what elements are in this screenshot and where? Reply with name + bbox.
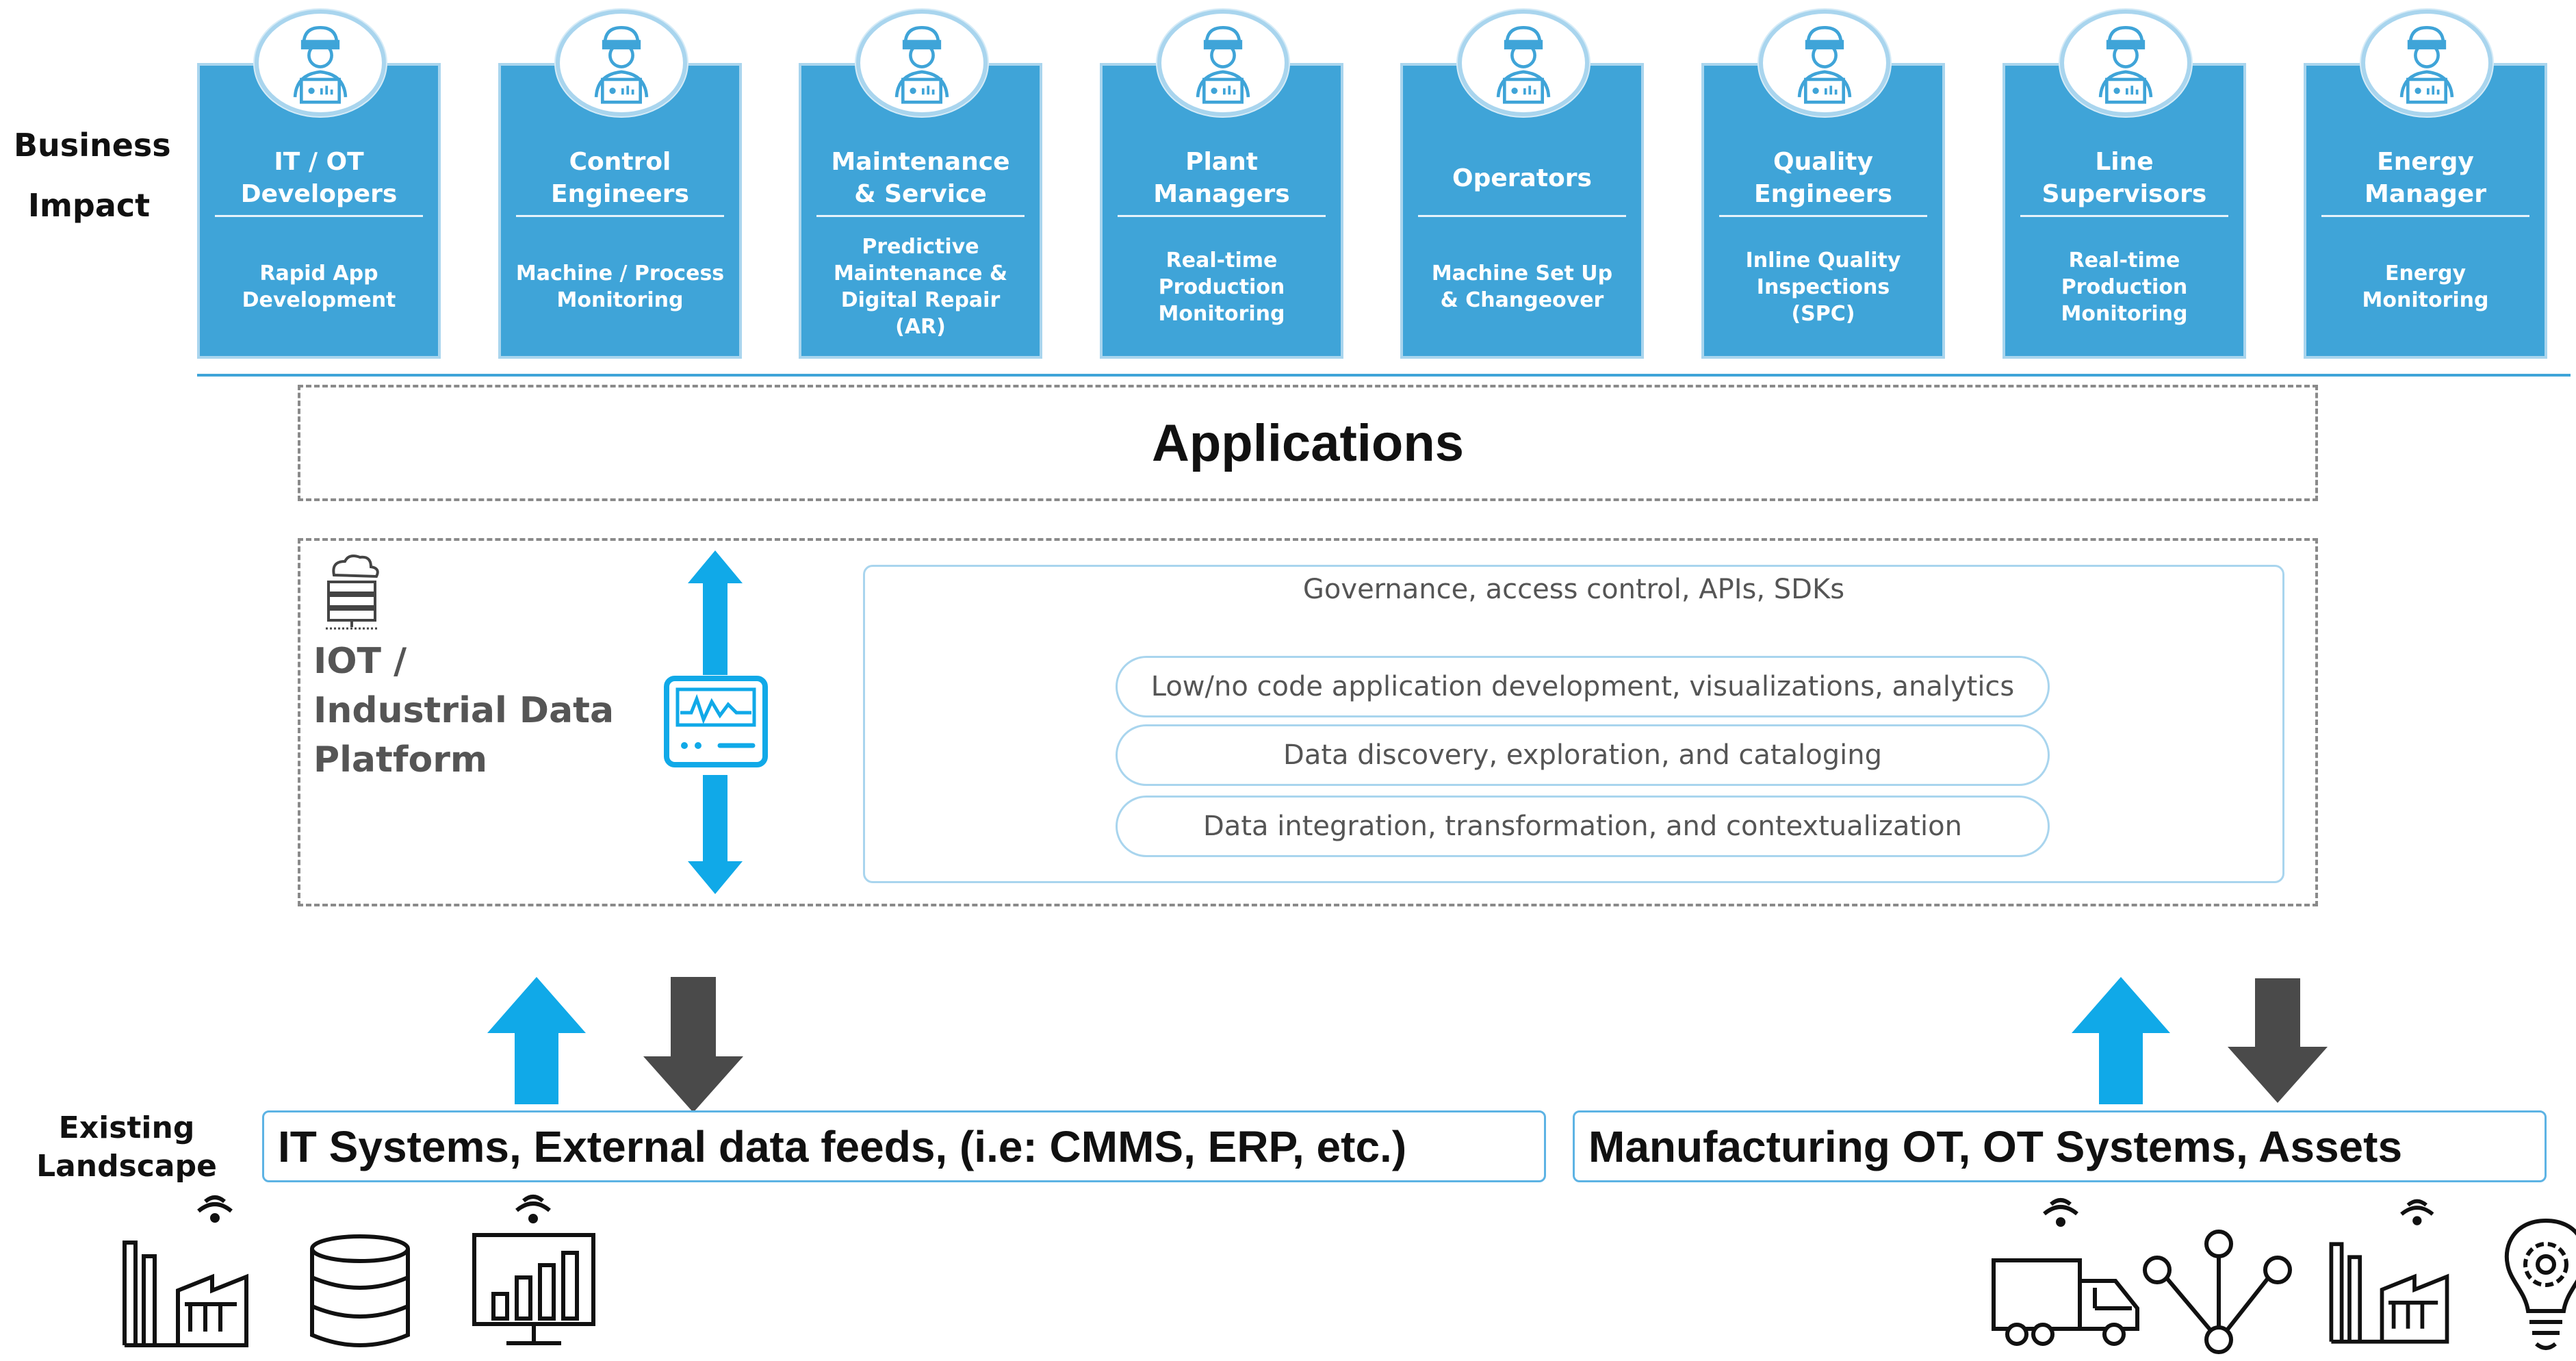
governance-text: Governance, access control, APIs, SDKs	[1302, 574, 1845, 605]
persona-title: Energy Manager	[2365, 148, 2486, 208]
layer-low-code: Low/no code application development, vis…	[1116, 656, 2050, 717]
persona-description: Real-time Production Monitoring	[1158, 248, 1285, 326]
engineer-avatar-icon	[856, 10, 988, 116]
network-nodes-icon	[2142, 1229, 2293, 1356]
existing-landscape-line-2: Landscape	[36, 1149, 217, 1184]
persona-description: Inline Quality Inspections (SPC)	[1745, 248, 1901, 326]
platform-double-arrow	[654, 548, 777, 897]
engineer-avatar-icon	[1458, 10, 1589, 116]
persona-divider	[1418, 215, 1626, 217]
business-divider-line	[197, 374, 2571, 377]
business-impact-label: Business Impact	[14, 115, 171, 236]
truck-icon	[1988, 1195, 2146, 1352]
existing-landscape-label: Existing Landscape	[14, 1109, 240, 1186]
monitor-chart-icon	[469, 1191, 599, 1356]
engineer-avatar-icon	[2060, 10, 2191, 116]
ot-systems-box: Manufacturing OT, OT Systems, Assets	[1573, 1110, 2547, 1182]
persona-divider	[2321, 215, 2529, 217]
existing-landscape-line-1: Existing	[58, 1110, 195, 1145]
platform-title: IOT / Industrial Data Platform	[313, 641, 615, 780]
persona-title: Control Engineers	[551, 148, 689, 208]
persona-title: Quality Engineers	[1754, 148, 1892, 208]
persona-title: Maintenance & Service	[831, 148, 1010, 208]
persona-divider	[215, 215, 423, 217]
factory-icon	[116, 1195, 253, 1352]
platform-box	[298, 538, 2318, 906]
it-systems-box: IT Systems, External data feeds, (i.e: C…	[262, 1110, 1546, 1182]
persona-description: Predictive Maintenance & Digital Repair …	[833, 235, 1008, 339]
engineer-avatar-icon	[2361, 10, 2493, 116]
persona-title: IT / OT Developers	[240, 148, 398, 208]
persona-description: Energy Monitoring	[2362, 262, 2489, 312]
business-impact-line-2: Impact	[27, 187, 151, 224]
business-impact-line-1: Business	[14, 127, 171, 164]
persona-description: Machine / Process Monitoring	[515, 262, 725, 312]
engineer-avatar-icon	[1157, 10, 1289, 116]
applications-title: Applications	[1151, 414, 1465, 472]
persona-divider	[516, 215, 724, 217]
persona-title: Line Supervisors	[2042, 148, 2207, 208]
layer-data-integration: Data integration, transformation, and co…	[1116, 796, 2050, 857]
it-flow-arrows	[479, 976, 753, 1112]
lightbulb-gear-icon	[2498, 1215, 2576, 1359]
factory-icon-right	[2323, 1195, 2453, 1352]
engineer-avatar-icon	[1759, 10, 1890, 116]
persona-title: Operators	[1452, 164, 1592, 192]
persona-title: Plant Managers	[1153, 148, 1290, 208]
database-icon	[307, 1232, 413, 1353]
persona-divider	[816, 215, 1025, 217]
persona-divider	[2020, 215, 2228, 217]
ot-flow-arrows	[2063, 976, 2337, 1112]
persona-divider	[1118, 215, 1326, 217]
persona-description: Rapid App Development	[242, 262, 396, 312]
applications-box	[298, 385, 2318, 501]
platform-capabilities-box	[863, 565, 2284, 883]
engineer-avatar-icon	[556, 10, 687, 116]
layer-data-discovery: Data discovery, exploration, and catalog…	[1116, 724, 2050, 786]
persona-divider	[1719, 215, 1927, 217]
sensor-device-icon	[662, 674, 769, 769]
engineer-avatar-icon	[255, 10, 386, 116]
persona-description: Machine Set Up & Changeover	[1431, 262, 1613, 312]
persona-description: Real-time Production Monitoring	[2061, 248, 2188, 326]
cloud-server-icon	[322, 552, 382, 631]
